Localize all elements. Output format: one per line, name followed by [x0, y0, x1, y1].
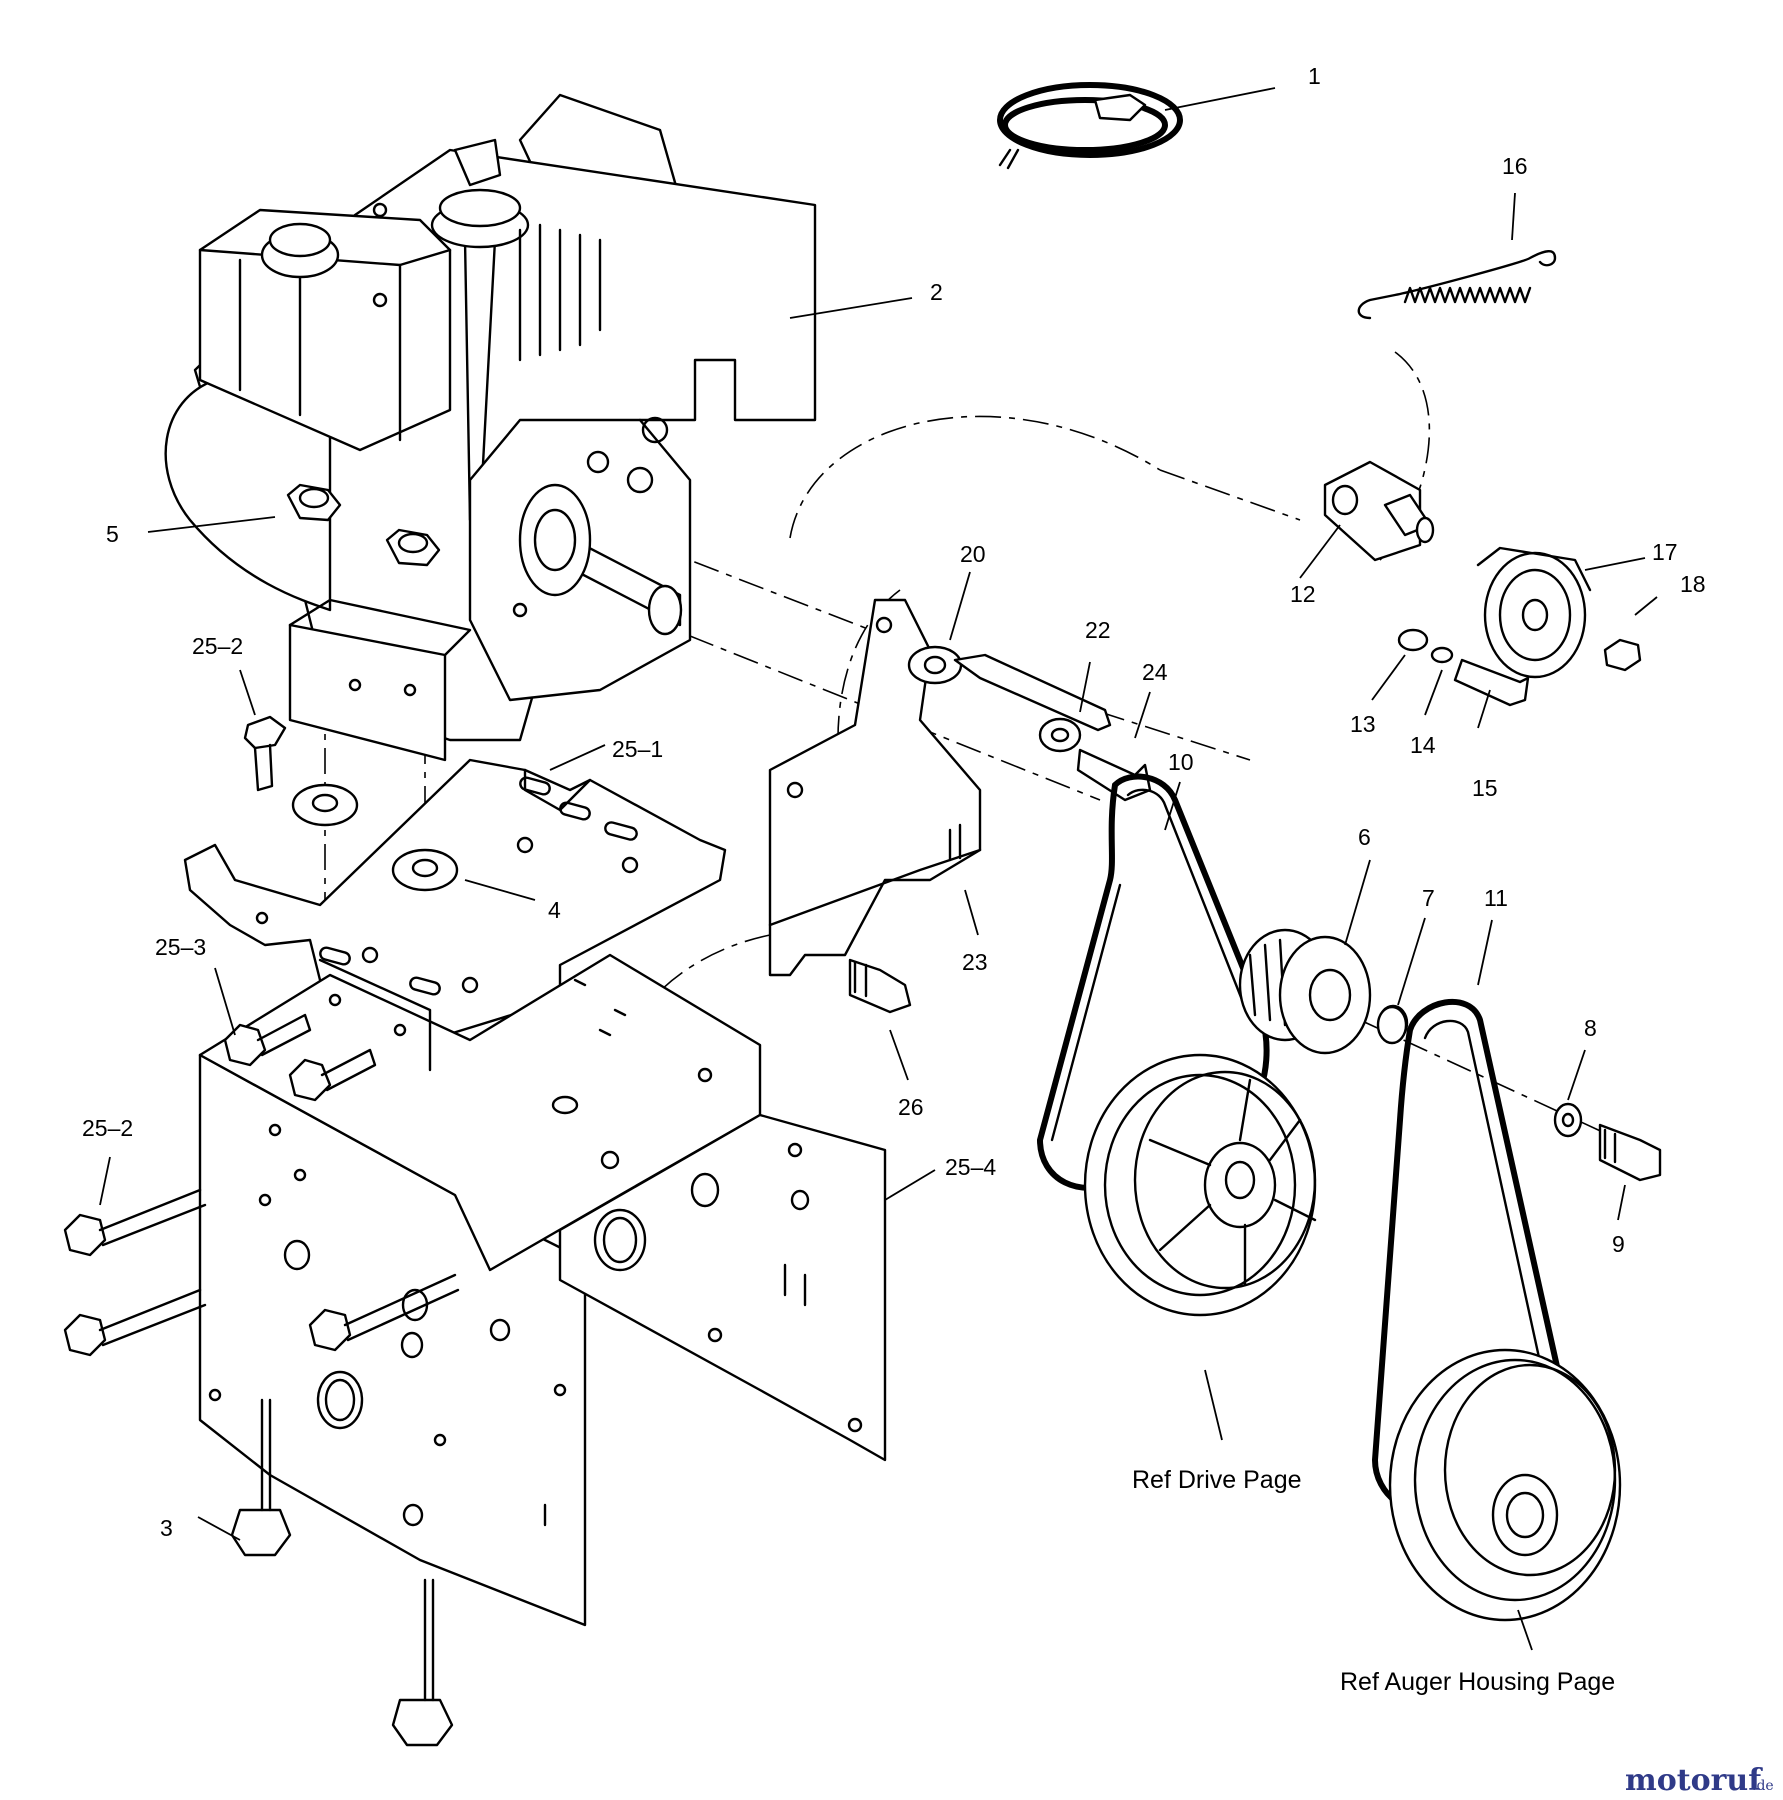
svg-text:motoruf: motoruf [1625, 1763, 1763, 1798]
callout-24: 24 [1142, 659, 1168, 685]
mounting-plate [183, 758, 727, 1072]
idler-pulley-assembly [1323, 460, 1642, 707]
callout-labels: 1 2 3 4 5 6 7 8 9 10 11 12 13 14 15 16 1… [82, 63, 1706, 1696]
leader-lines [99, 87, 1658, 1651]
ref-auger-housing-page: Ref Auger Housing Page [1340, 1668, 1615, 1696]
engine [164, 93, 817, 762]
callout-7: 7 [1422, 885, 1435, 911]
washers-and-bolts-right [1376, 1005, 1662, 1182]
callout-20: 20 [960, 541, 986, 567]
frame-housing [198, 953, 887, 1627]
callout-11: 11 [1484, 885, 1508, 911]
callout-13: 13 [1350, 711, 1376, 737]
callout-23: 23 [962, 949, 988, 975]
drive-pulley [1083, 1053, 1317, 1317]
callout-18: 18 [1680, 571, 1706, 597]
power-cord [997, 82, 1183, 170]
callout-26: 26 [898, 1094, 924, 1120]
callout-12: 12 [1290, 581, 1316, 607]
callout-2: 2 [930, 279, 943, 305]
callout-25-2a: 25–2 [192, 633, 243, 659]
callout-6: 6 [1358, 824, 1371, 850]
callout-22: 22 [1085, 617, 1111, 643]
extension-spring [1357, 250, 1557, 320]
callout-14: 14 [1410, 732, 1436, 758]
star-washers [291, 783, 459, 892]
callout-25-2b: 25–2 [82, 1115, 133, 1141]
callout-16: 16 [1502, 153, 1528, 179]
callout-8: 8 [1584, 1015, 1597, 1041]
callout-5: 5 [106, 521, 119, 547]
callout-25-3: 25–3 [155, 934, 206, 960]
callout-17: 17 [1652, 539, 1678, 565]
idler-bracket [768, 598, 982, 977]
callout-10: 10 [1168, 749, 1194, 775]
callout-15: 15 [1472, 775, 1498, 801]
idler-arm [907, 645, 1152, 802]
ref-drive-page: Ref Drive Page [1132, 1466, 1302, 1494]
auger-pulley [1388, 1348, 1622, 1622]
callout-25-4: 25–4 [945, 1154, 996, 1180]
callout-9: 9 [1612, 1231, 1625, 1257]
callout-1: 1 [1308, 63, 1321, 89]
callout-4: 4 [548, 897, 561, 923]
hex-bolts-left [63, 715, 912, 1747]
svg-text:.de: .de [1752, 1778, 1774, 1794]
callout-3: 3 [160, 1515, 173, 1541]
callout-25-1: 25–1 [612, 736, 663, 762]
watermark-logo: motoruf .de [1625, 1763, 1774, 1798]
